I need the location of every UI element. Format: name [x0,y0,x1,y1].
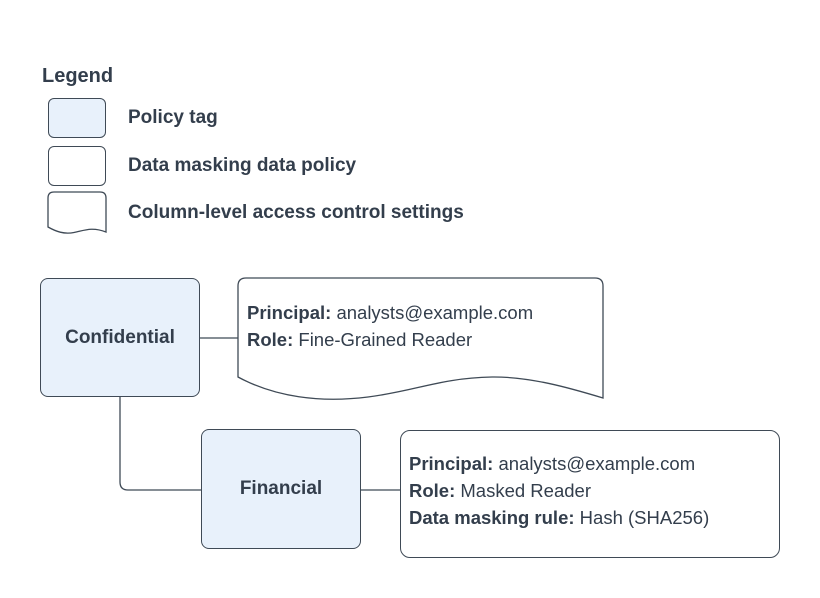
access-settings-document-shape [237,277,604,400]
access-settings-annotation: Principal: analysts@example.com Role: Fi… [247,299,597,353]
policy-tag-confidential-label: Confidential [65,326,175,348]
policy-tag-confidential: Confidential [40,278,200,397]
access-settings-principal-line: Principal: analysts@example.com [247,299,597,326]
policy-tag-financial: Financial [201,429,361,549]
data-masking-policy-box: Principal: analysts@example.com Role: Ma… [400,430,780,558]
access-settings-role-value: Fine-Grained Reader [298,329,473,350]
legend-swatch-policy-tag [48,98,106,138]
data-policy-principal-value: analysts@example.com [498,452,696,474]
data-policy-role-label: Role: [409,479,456,501]
data-policy-principal-label: Principal: [409,452,494,474]
access-settings-principal-value: analysts@example.com [336,302,534,323]
policy-tag-financial-label: Financial [239,478,323,499]
access-settings-role-label: Role: [247,329,294,350]
data-policy-role-line: Role: Masked Reader [409,477,773,504]
legend-swatch-data-masking-policy [48,146,106,186]
legend-label-column-access: Column-level access control settings [128,202,464,223]
legend-swatch-column-access-icon [47,191,107,234]
connector-confidential-to-financial [119,397,201,491]
data-policy-principal-line: Principal: analysts@example.com [409,450,773,477]
data-policy-role-value: Masked Reader [460,479,591,501]
data-policy-masking-rule-value: Hash (SHA256) [579,506,710,528]
data-policy-masking-rule-label: Data masking rule: [409,506,575,528]
legend-label-policy-tag: Policy tag [128,107,218,128]
access-settings-role-line: Role: Fine-Grained Reader [247,326,597,353]
data-policy-masking-rule-line: Data masking rule: Hash (SHA256) [409,504,773,531]
legend-title: Legend [42,65,114,87]
legend-label-data-masking-policy: Data masking data policy [128,155,357,176]
access-settings-principal-label: Principal: [247,302,332,323]
